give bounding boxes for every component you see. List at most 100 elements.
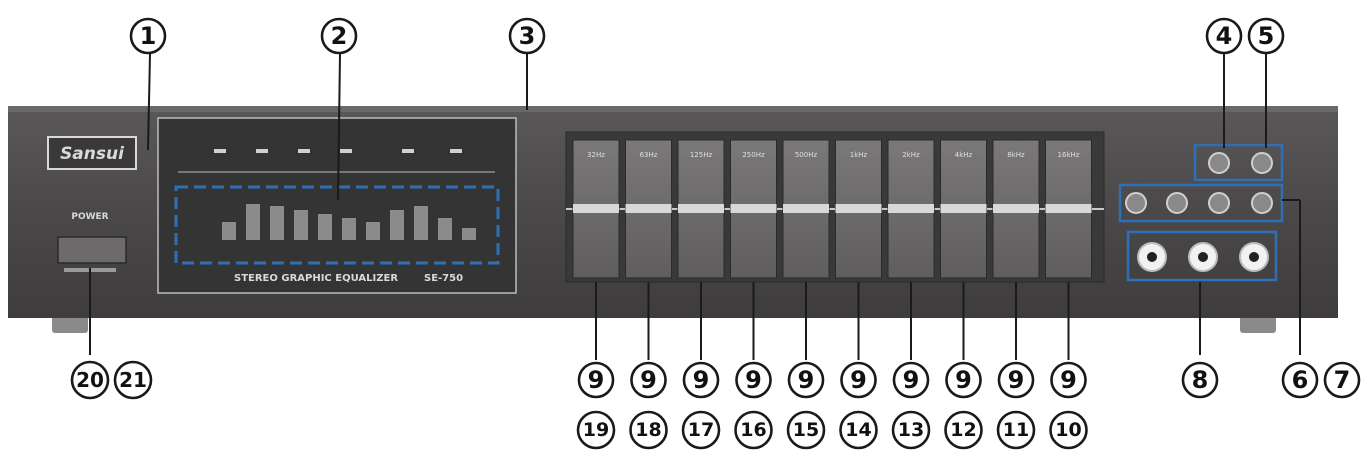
svg-text:5: 5 (1258, 22, 1275, 50)
callout-number: 9 (955, 366, 972, 394)
callout-slider-top: 9 (892, 361, 930, 399)
callout-circle (735, 361, 772, 399)
analyzer-bars (222, 204, 476, 240)
callout-21: 21 (113, 360, 153, 400)
svg-text:20: 20 (76, 368, 104, 392)
callout-slider-top: 9 (630, 361, 667, 399)
callout-number: 9 (1008, 366, 1025, 394)
callout-number: 9 (1060, 366, 1077, 394)
callout-number: 13 (898, 419, 924, 441)
callout-number: 12 (950, 419, 976, 441)
callout-7: 7 (1323, 361, 1361, 399)
callout-circle (629, 410, 668, 450)
analyzer-bar (366, 222, 380, 240)
callout-circle (840, 361, 877, 399)
svg-text:1: 1 (140, 22, 157, 50)
callout-slider-bottom: 14 (839, 410, 878, 450)
analyzer-bar (318, 214, 332, 240)
callout-number: 10 (1055, 419, 1081, 441)
analyzer-bar (390, 210, 404, 240)
function-button-c[interactable] (1208, 192, 1230, 214)
analyzer-bar (270, 206, 284, 240)
callout-circle (577, 361, 615, 399)
callout-slider-top: 9 (735, 361, 772, 399)
callout-slider-top: 9 (787, 361, 825, 399)
band-label: 500Hz (795, 151, 818, 159)
brand-text: Sansui (60, 144, 125, 164)
callout-circle (944, 410, 983, 450)
band-label: 4kHz (955, 151, 973, 159)
callout-slider-top: 9 (997, 361, 1035, 399)
callout-number: 15 (793, 419, 819, 441)
callout-circle (892, 361, 930, 399)
function-button-4[interactable] (1208, 152, 1230, 174)
analyzer-bar (414, 206, 428, 240)
callout-circle (891, 410, 931, 450)
brand-logo: Sansui (47, 136, 137, 170)
analyzer-bar (222, 222, 236, 240)
callout-slider-bottom: 18 (629, 410, 668, 450)
callout-2: 2 (320, 17, 358, 55)
analyzer-bar (294, 210, 308, 240)
callout-number: 9 (903, 366, 920, 394)
eq-slider-knob[interactable] (625, 204, 672, 213)
callout-slider-top: 9 (682, 361, 720, 399)
callout-1: 1 (129, 17, 167, 55)
callout-circle (997, 361, 1035, 399)
callout-circle (996, 410, 1036, 450)
callout-number: 14 (845, 419, 871, 441)
eq-slider-knob[interactable] (783, 204, 829, 213)
band-label: 125Hz (690, 151, 713, 159)
display-caption: STEREO GRAPHIC EQUALIZER (234, 273, 398, 284)
jacks-highlight-box (1126, 230, 1278, 282)
svg-text:8: 8 (1192, 366, 1209, 394)
callout-circle (1049, 410, 1088, 450)
eq-slider-knob[interactable] (1045, 204, 1092, 213)
callout-circle (1050, 361, 1087, 399)
analyzer-highlight-box (174, 185, 500, 265)
function-button-b[interactable] (1166, 192, 1188, 214)
callout-slider-bottom: 12 (944, 410, 983, 450)
callout-circle (786, 410, 826, 450)
eq-slider-knob[interactable] (835, 204, 882, 213)
analyzer-bar (462, 228, 476, 240)
callout-slider-top: 9 (1050, 361, 1087, 399)
input-jack-2-hole (1198, 252, 1208, 262)
band-label: 1kHz (850, 151, 868, 159)
power-button[interactable] (57, 236, 127, 264)
callout-number: 17 (688, 419, 714, 441)
callout-number: 9 (588, 366, 605, 394)
callout-number: 19 (583, 419, 609, 441)
callout-slider-bottom: 19 (576, 410, 616, 450)
callout-number: 16 (740, 419, 766, 441)
band-label: 16kHz (1058, 151, 1080, 159)
callout-number: 11 (1003, 419, 1029, 441)
callout-slider-top: 9 (945, 361, 982, 399)
eq-slider-knob[interactable] (888, 204, 934, 213)
callout-3: 3 (508, 17, 546, 55)
power-label: POWER (71, 212, 108, 222)
callout-circle (839, 410, 878, 450)
svg-text:4: 4 (1216, 22, 1233, 50)
callout-number: 9 (798, 366, 815, 394)
slider-leader-lines (595, 282, 1070, 360)
callout-number: 9 (693, 366, 710, 394)
eq-slider-knob[interactable] (993, 204, 1039, 213)
eq-slider-knob[interactable] (678, 204, 724, 213)
svg-text:6: 6 (1292, 366, 1309, 394)
callout-slider-top: 9 (577, 361, 615, 399)
eq-slider-knob[interactable] (730, 204, 777, 213)
function-button-a[interactable] (1125, 192, 1147, 214)
callout-circle (576, 410, 616, 450)
callout-circle (682, 361, 720, 399)
callout-slider-bottom: 15 (786, 410, 826, 450)
band-label: 250Hz (742, 151, 765, 159)
callout-slider-bottom: 17 (681, 410, 721, 450)
function-button-5[interactable] (1251, 152, 1273, 174)
eq-slider-knob[interactable] (573, 204, 619, 213)
function-button-d[interactable] (1251, 192, 1273, 214)
eq-slider-knob[interactable] (940, 204, 987, 213)
